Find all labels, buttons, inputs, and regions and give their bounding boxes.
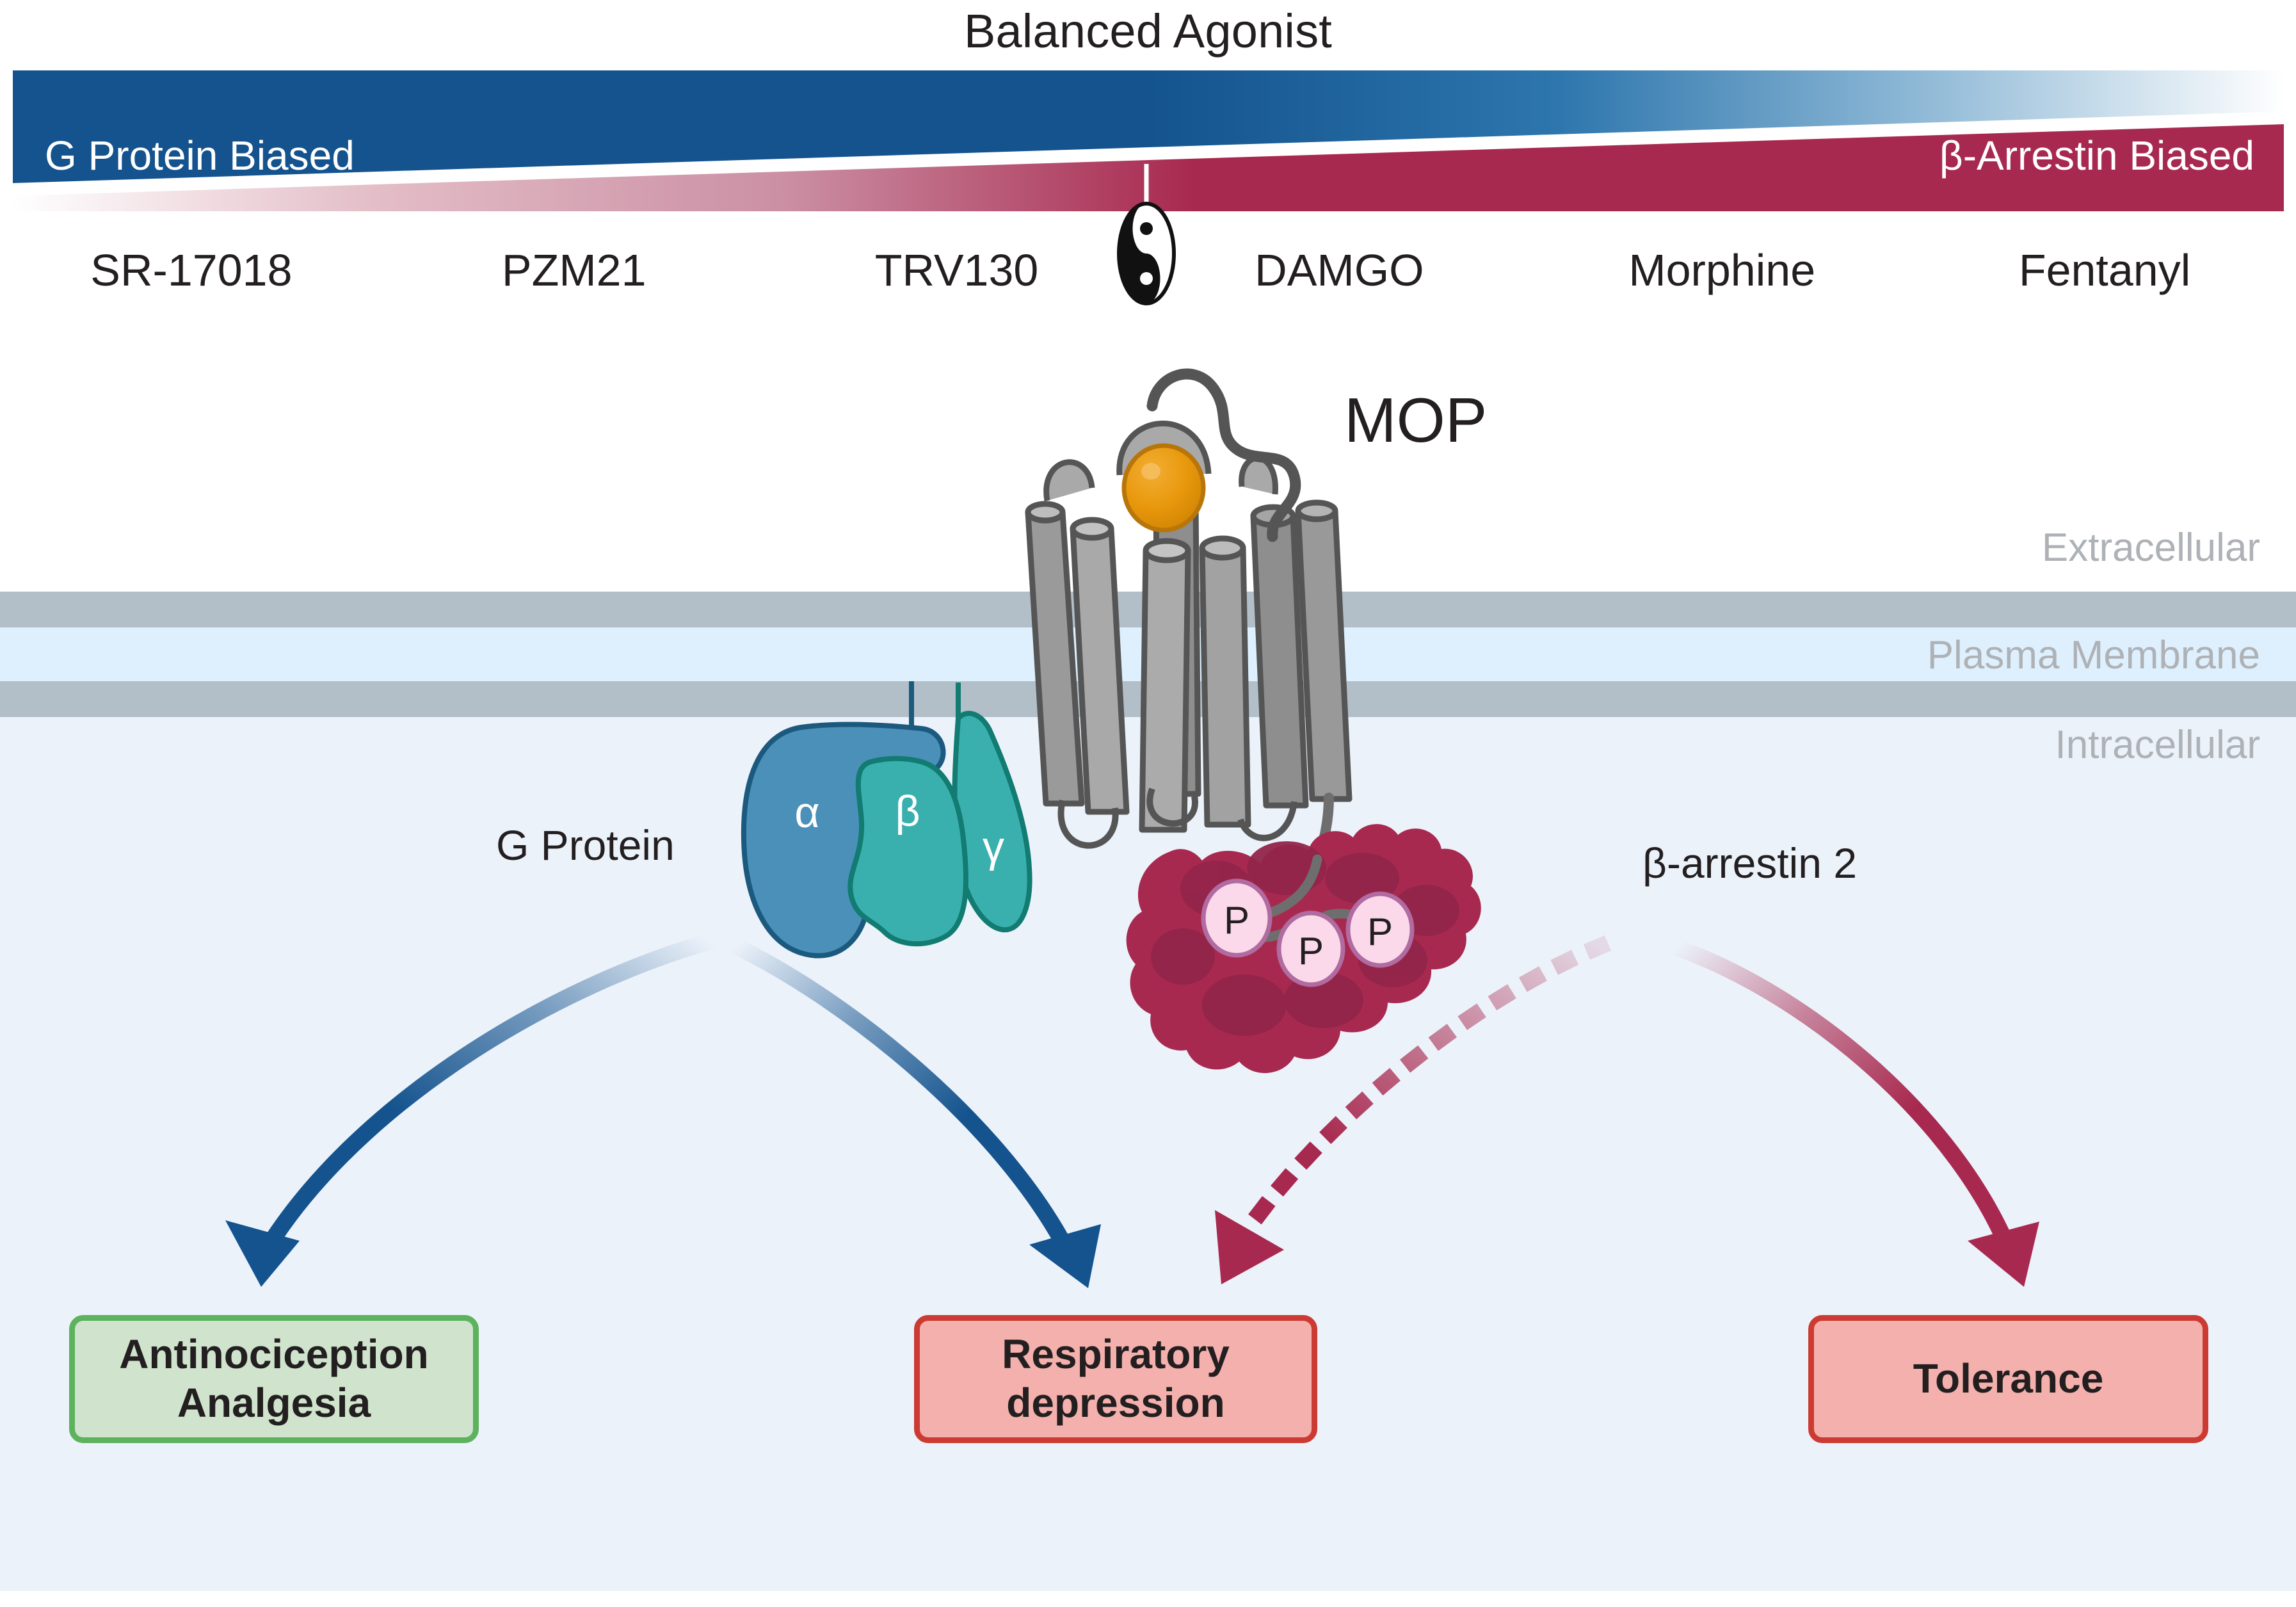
extracellular-label: Extracellular xyxy=(2041,526,2260,570)
mop-receptor-label: MOP xyxy=(1344,385,1488,455)
membrane-outer-leaflet xyxy=(0,592,2296,627)
yin-yang-icon xyxy=(1117,164,1176,305)
intracellular-label: Intracellular xyxy=(2055,723,2260,767)
membrane-inner-leaflet xyxy=(0,681,2296,717)
outcome-antinociception-line2: Analgesia xyxy=(177,1380,371,1426)
outcome-box-respiratory-depression[interactable]: Respiratory depression xyxy=(914,1315,1317,1443)
drug-name-pzm21: PZM21 xyxy=(501,245,646,295)
drug-name-trv130: TRV130 xyxy=(874,245,1039,295)
balanced-agonist-label: Balanced Agonist xyxy=(963,4,1333,58)
outcome-respiratory-line2: depression xyxy=(1006,1380,1225,1426)
drug-name-fentanyl: Fentanyl xyxy=(2018,245,2191,295)
outcome-tolerance-line1: Tolerance xyxy=(1913,1355,2104,1402)
intracellular-region xyxy=(0,717,2296,1591)
outcome-antinociception-line1: Antinociception xyxy=(119,1331,429,1378)
bias-gradient-bar: G Protein Biased β-Arrestin Biased xyxy=(13,70,2284,305)
g-protein-bias-wedge xyxy=(13,70,2284,183)
outcome-box-antinociception[interactable]: Antinociception Analgesia xyxy=(69,1315,479,1443)
beta-arrestin-biased-label: β-Arrestin Biased xyxy=(1939,133,2254,179)
extracellular-region xyxy=(0,315,2296,592)
beta-arrestin-2-label: β-arrestin 2 xyxy=(1642,839,1858,887)
drug-name-damgo: DAMGO xyxy=(1255,245,1424,295)
drug-name-sr17018: SR-17018 xyxy=(90,245,293,295)
outcome-box-tolerance[interactable]: Tolerance xyxy=(1808,1315,2208,1443)
plasma-membrane-label: Plasma Membrane xyxy=(1927,633,2260,677)
drug-name-morphine: Morphine xyxy=(1628,245,1816,295)
drug-name-row: SR-17018 PZM21 TRV130 DAMGO Morphine Fen… xyxy=(0,245,2296,315)
outcome-respiratory-line1: Respiratory xyxy=(1002,1331,1230,1378)
g-protein-biased-label: G Protein Biased xyxy=(45,133,355,179)
g-protein-label: G Protein xyxy=(496,821,675,869)
